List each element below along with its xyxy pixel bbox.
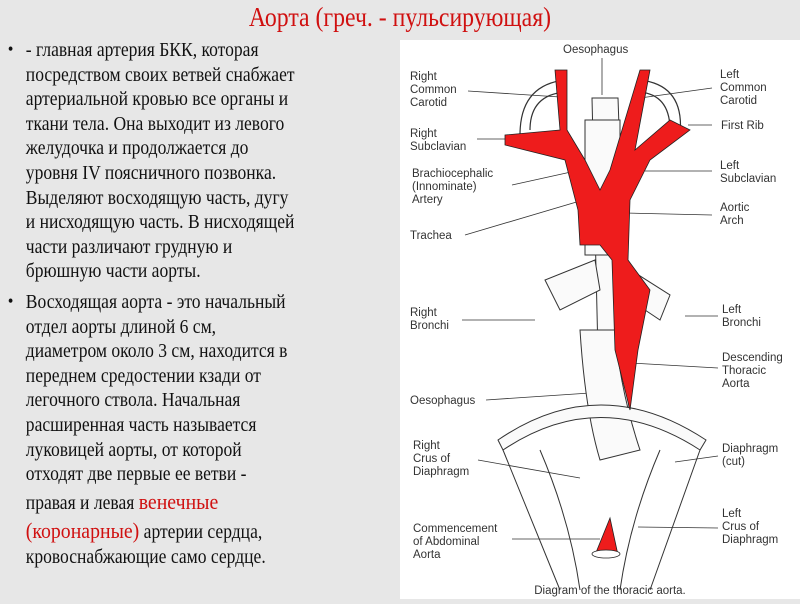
text-line: ткани тела. Она выходит из левого: [25, 113, 285, 135]
text-line: переднем средостении кзади от: [25, 365, 261, 387]
label-oesophagus: Oesophagus: [410, 395, 475, 407]
text-line: (коронарные) артерии сердца,: [26, 517, 366, 546]
trachea-oesophagus: [497, 97, 707, 591]
text-line: артериальной кровью все органы и: [25, 89, 289, 111]
text-line: части различают грудную и: [25, 236, 233, 258]
text-line: диаметром около 3 см, находится в: [25, 341, 288, 363]
highlight-term: (коронарные): [25, 517, 140, 543]
text-line: отходят две первые ее ветви -: [25, 464, 247, 486]
text-line: правая и левая венечные: [26, 488, 366, 517]
text-line: посредством своих ветвей снабжает: [25, 64, 295, 86]
label-diaphragm-cut: Diaphragm(cut): [722, 443, 778, 468]
leader-lines: [462, 58, 719, 540]
label-oesophagus-top: Oesophagus: [563, 44, 628, 56]
text-segment: правая и левая: [25, 492, 139, 514]
text-line: отдел аорты длиной 6 см,: [25, 316, 217, 338]
slide-text: • - главная артерия БКК, которая посредс…: [6, 39, 366, 576]
text-segment: артерии сердца,: [139, 521, 263, 543]
text-line: уровня IV поясничного позвонка.: [25, 162, 277, 184]
slide-title: Аорта (греч. - пульсирующая): [248, 2, 552, 32]
text-line: Выделяют восходящую часть, дугу: [25, 187, 289, 209]
bullet-icon: •: [7, 39, 14, 59]
label-brachiocephalic: Brachiocephalic(Innominate)Artery: [412, 168, 493, 206]
text-line: расширенная часть называется: [25, 414, 257, 436]
bullet-paragraph-1: • - главная артерия БКК, которая посредс…: [6, 39, 366, 285]
text-line: легочного ствола. Начальная: [25, 390, 241, 412]
label-trachea: Trachea: [410, 230, 452, 242]
text-line: Восходящая аорта - это начальный: [25, 291, 286, 313]
text-line: и нисходящую часть. В нисходящей: [25, 212, 295, 234]
text-line: луковицей аорты, от которой: [25, 439, 242, 461]
diagram-caption: Diagram of the thoracic aorta.: [534, 585, 686, 597]
text-line: - главная артерия БКК, которая: [25, 40, 259, 61]
label-first-rib: First Rib: [721, 120, 764, 132]
bullet-icon: •: [7, 290, 14, 311]
text-line: желудочка и продолжается до: [25, 138, 249, 160]
aorta: [504, 69, 691, 559]
highlight-term: венечные: [138, 488, 219, 514]
text-line: брюшную части аорты.: [25, 261, 201, 283]
bullet-paragraph-2: • Восходящая аорта - это начальный отдел…: [6, 291, 366, 570]
text-line: кровоснабжающие само сердце.: [25, 546, 266, 568]
